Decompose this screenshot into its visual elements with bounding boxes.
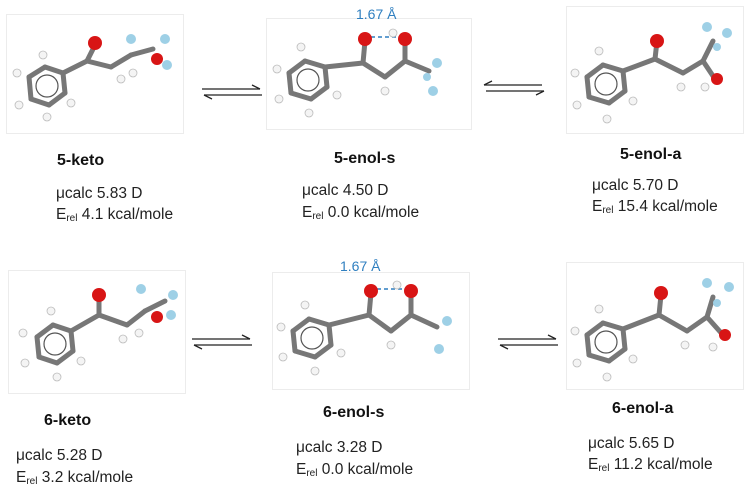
compound-name: 5-keto bbox=[57, 152, 105, 169]
dipole-moment: μcalc 5.83 D bbox=[56, 184, 142, 203]
dipole-moment: μcalc 5.65 D bbox=[588, 435, 675, 452]
relative-energy: Erel 11.2 kcal/mole bbox=[588, 456, 713, 474]
equilibrium-arrow bbox=[498, 334, 558, 350]
relative-energy: Erel 4.1 kcal/mole bbox=[56, 206, 174, 224]
compound-name: 5-enol-s bbox=[334, 150, 396, 167]
molecule-6-keto bbox=[8, 270, 186, 394]
molecule-6-enol-a bbox=[566, 262, 744, 390]
erel-value: 15.4 kcal/mole bbox=[617, 198, 718, 215]
mu-value: 5.83 D bbox=[96, 185, 143, 202]
equilibrium-arrow bbox=[192, 334, 252, 350]
dipole-moment: μcalc 3.28 D bbox=[296, 439, 383, 456]
compound-name: 5-enol-a bbox=[620, 146, 682, 163]
molecule-5-enol-a bbox=[566, 6, 744, 134]
molecule-5-keto bbox=[6, 14, 184, 134]
hydrogen-bond-distance: 1.67 Å bbox=[340, 258, 381, 274]
relative-energy: Erel 3.2 kcal/mole bbox=[16, 469, 134, 487]
equilibrium-arrow bbox=[483, 80, 545, 96]
erel-value: 3.2 kcal/mole bbox=[41, 469, 134, 486]
compound-name: 6-enol-a bbox=[612, 400, 674, 417]
dipole-moment: μcalc 5.28 D bbox=[16, 447, 103, 464]
hydrogen-bond-distance: 1.67 Å bbox=[356, 6, 397, 22]
erel-value: 4.1 kcal/mole bbox=[81, 206, 174, 223]
erel-value: 0.0 kcal/mole bbox=[327, 204, 420, 221]
relative-energy: Erel 0.0 kcal/mole bbox=[296, 461, 414, 479]
dipole-moment: μcalc 4.50 D bbox=[302, 182, 389, 199]
relative-energy: Erel 15.4 kcal/mole bbox=[592, 198, 718, 216]
compound-name: 6-enol-s bbox=[323, 404, 385, 421]
mu-value: 5.70 D bbox=[632, 177, 679, 194]
molecule-6-enol-s bbox=[272, 272, 470, 390]
mu-label: μcalc bbox=[56, 185, 93, 202]
equilibrium-arrow bbox=[202, 84, 262, 100]
compound-name: 6-keto bbox=[44, 412, 92, 429]
mu-value: 5.28 D bbox=[56, 447, 103, 464]
relative-energy: Erel 0.0 kcal/mole bbox=[302, 204, 420, 222]
mu-value: 3.28 D bbox=[336, 439, 383, 456]
erel-value: 11.2 kcal/mole bbox=[613, 456, 713, 473]
dipole-moment: μcalc 5.70 D bbox=[592, 177, 679, 194]
mu-value: 4.50 D bbox=[342, 182, 389, 199]
mu-value: 5.65 D bbox=[628, 435, 675, 452]
erel-value: 0.0 kcal/mole bbox=[321, 461, 414, 478]
molecule-5-enol-s bbox=[266, 18, 472, 130]
